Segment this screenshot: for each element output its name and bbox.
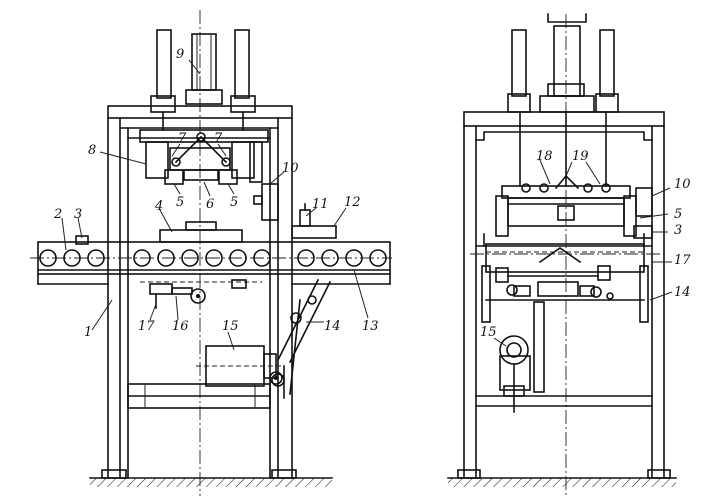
label-14: 14	[324, 319, 341, 334]
left-conveyor	[37, 235, 391, 285]
right-rods	[519, 111, 607, 187]
label-r3: 3	[674, 223, 682, 238]
label-r17: 17	[674, 253, 691, 268]
label-17: 17	[138, 319, 155, 334]
label-9: 9	[176, 47, 184, 62]
label-1: 1	[84, 325, 92, 340]
right-labels: 18 19 10 5 3 17 14 15	[480, 149, 691, 340]
label-15: 15	[222, 319, 239, 334]
left-side-block	[253, 183, 279, 221]
right-motor-drive	[499, 301, 545, 413]
right-top-cylinders	[507, 13, 619, 113]
right-press-assembly	[495, 174, 637, 237]
label-r15: 15	[480, 325, 497, 340]
label-r14: 14	[674, 285, 691, 300]
label-12: 12	[344, 195, 361, 210]
left-valve	[291, 203, 337, 239]
left-ground	[89, 477, 333, 487]
label-3: 3	[74, 207, 82, 222]
label-10: 10	[282, 161, 299, 176]
label-r5: 5	[674, 207, 682, 222]
label-7b: 7	[214, 131, 223, 146]
left-motor	[196, 345, 283, 387]
label-7a: 7	[178, 131, 187, 146]
left-mould	[159, 221, 243, 243]
left-main-frame	[101, 105, 297, 479]
label-5b: 5	[230, 195, 238, 210]
label-5a: 5	[176, 195, 184, 210]
label-13: 13	[362, 319, 379, 334]
left-labels: 1 2 3 4 5 5 6 7 7 8 9 10 11 12 13 14 15 …	[53, 47, 379, 340]
left-leaders	[61, 59, 369, 351]
label-r19: 19	[572, 149, 589, 164]
right-lower-carriage	[481, 243, 649, 323]
label-16: 16	[172, 319, 189, 334]
left-under-drive	[140, 279, 262, 309]
label-4: 4	[154, 199, 163, 214]
label-11: 11	[312, 197, 329, 212]
label-6: 6	[206, 197, 214, 212]
right-leaders	[493, 159, 673, 347]
label-2: 2	[53, 207, 62, 222]
label-8: 8	[88, 143, 96, 158]
right-main-frame	[457, 111, 671, 479]
label-r10: 10	[674, 177, 691, 192]
left-pressing-head	[139, 129, 269, 185]
left-top-cylinders	[150, 29, 256, 131]
right-ground	[447, 477, 677, 487]
label-r18: 18	[536, 149, 553, 164]
right-view: 18 19 10 5 3 17 14 15	[447, 13, 691, 496]
left-view: 1 2 3 4 5 5 6 7 7 8 9 10 11 12 13 14 15 …	[30, 10, 392, 496]
